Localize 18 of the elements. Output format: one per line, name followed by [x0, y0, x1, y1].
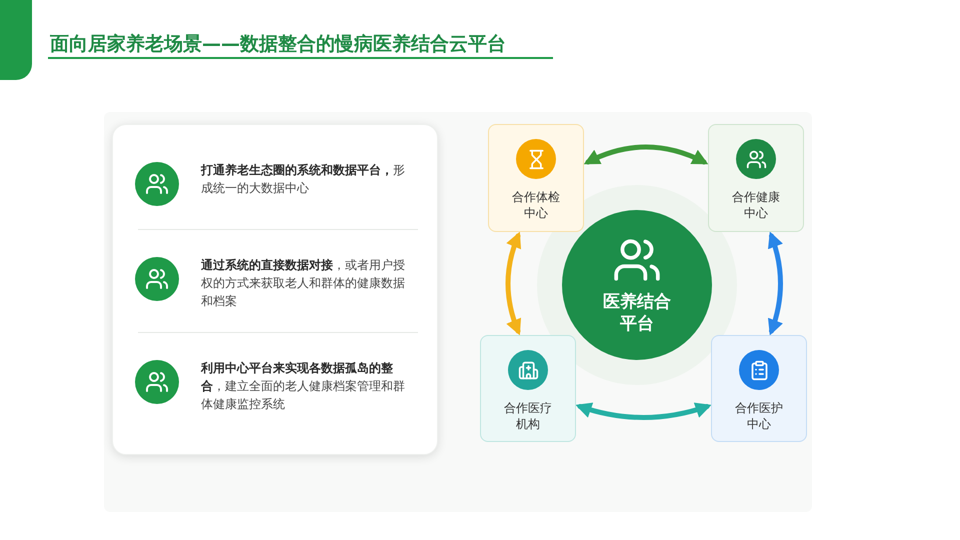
double-arrow: [768, 231, 783, 336]
box-label: 合作健康中心: [731, 189, 781, 221]
box-label: 合作医护中心: [734, 400, 784, 432]
title: 面向居家养老场景——数据整合的慢病医养结合云平台: [50, 32, 506, 57]
item-text: 打通养老生态圈的系统和数据平台，形成统一的大数据中心: [201, 162, 406, 197]
item-text: 通过系统的直接数据对接，或者用户授权的方式来获取老人和群体的健康数据和档案: [201, 257, 406, 310]
partner-box: [708, 124, 804, 232]
item-text: 利用中心平台来实现各数据孤岛的整合，建立全面的老人健康档案管理和群体健康监控系统: [201, 360, 406, 413]
platform-label: 医养结合平台: [602, 291, 672, 335]
box-label: 合作体检中心: [511, 189, 561, 221]
double-arrow: [575, 402, 712, 420]
partner-box: [488, 124, 584, 232]
partner-box: [711, 335, 807, 442]
double-arrow: [506, 232, 522, 336]
double-arrow: [584, 144, 708, 164]
partner-box: [480, 335, 576, 442]
info-card: [112, 124, 438, 455]
box-label: 合作医疗机构: [503, 400, 553, 432]
